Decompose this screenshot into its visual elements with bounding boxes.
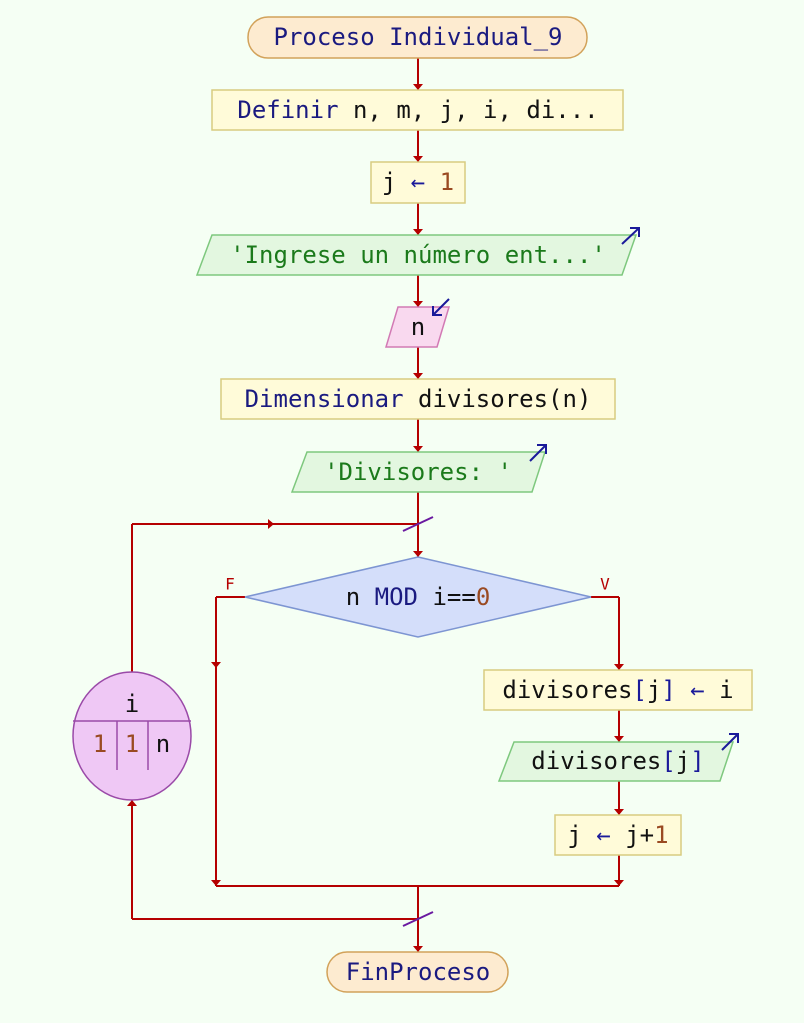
output-prompt-step: 'Ingrese un número ent...': [195, 227, 640, 276]
svg-text:n MOD i==0: n MOD i==0: [346, 583, 491, 611]
loop-node: i 1 1 n: [72, 671, 192, 801]
process-name: Individual_9: [389, 23, 562, 51]
end-keyword: FinProceso: [346, 958, 491, 986]
true-label: V: [600, 575, 610, 594]
output-arrow-icon: [529, 444, 547, 462]
dimension-expr: divisores(n): [418, 385, 591, 413]
output-divisores-text: 'Divisores: ': [324, 458, 512, 486]
svg-text:j ← 1: j ← 1: [382, 168, 454, 196]
assign-divisor-step: divisores[j] ← i: [483, 669, 753, 711]
output-arrow-icon: [721, 733, 739, 751]
decision-node: n MOD i==0 F V: [225, 556, 610, 638]
end-terminal: FinProceso: [326, 951, 509, 993]
output-prompt-text: 'Ingrese un número ent...': [230, 241, 606, 269]
loop-end: n: [156, 730, 170, 758]
define-keyword: Definir: [237, 96, 338, 124]
assign-arrow: ←: [411, 168, 425, 196]
assign-div-name: divisores: [502, 676, 632, 704]
decision-rhs: i==: [432, 583, 475, 611]
assign-div-value: i: [719, 676, 733, 704]
svg-text:Dimensionar divisores(n): Dimensionar divisores(n): [245, 385, 592, 413]
dimension-step: Dimensionar divisores(n): [220, 378, 616, 420]
svg-text:divisores[j]: divisores[j]: [531, 747, 704, 775]
false-label: F: [225, 575, 235, 594]
dimension-keyword: Dimensionar: [245, 385, 404, 413]
assign-j-var: j: [382, 168, 396, 196]
start-terminal: Proceso Individual_9: [247, 16, 588, 59]
input-n-step: n: [384, 298, 451, 348]
flow-lines: [127, 58, 624, 952]
assign-j-step: j ← 1: [370, 161, 466, 204]
start-keyword: Proceso: [274, 23, 375, 51]
output-arrow-icon: [621, 227, 640, 245]
loop-step: 1: [125, 730, 139, 758]
increment-step: j ← j+1: [554, 814, 682, 856]
svg-text:Definir n, m, j, i, di...: Definir n, m, j, i, di...: [237, 96, 598, 124]
decision-op: MOD: [375, 583, 418, 611]
svg-text:j ← j+1: j ← j+1: [567, 821, 668, 849]
svg-text:Proceso Individual_9: Proceso Individual_9: [274, 23, 563, 51]
svg-text:divisores[j] ← i: divisores[j] ← i: [502, 676, 733, 704]
define-vars: n, m, j, i, di...: [353, 96, 599, 124]
input-arrow-icon: [432, 298, 450, 316]
decision-lhs: n: [346, 583, 360, 611]
assign-j-value: 1: [440, 168, 454, 196]
output-div-name: divisores: [531, 747, 661, 775]
output-divisor-step: divisores[j]: [497, 733, 739, 782]
input-var: n: [411, 313, 425, 341]
define-step: Definir n, m, j, i, di...: [211, 89, 624, 131]
loop-var: i: [125, 690, 139, 718]
loop-start: 1: [93, 730, 107, 758]
decision-num: 0: [476, 583, 490, 611]
output-divisores-step: 'Divisores: ': [290, 444, 547, 493]
